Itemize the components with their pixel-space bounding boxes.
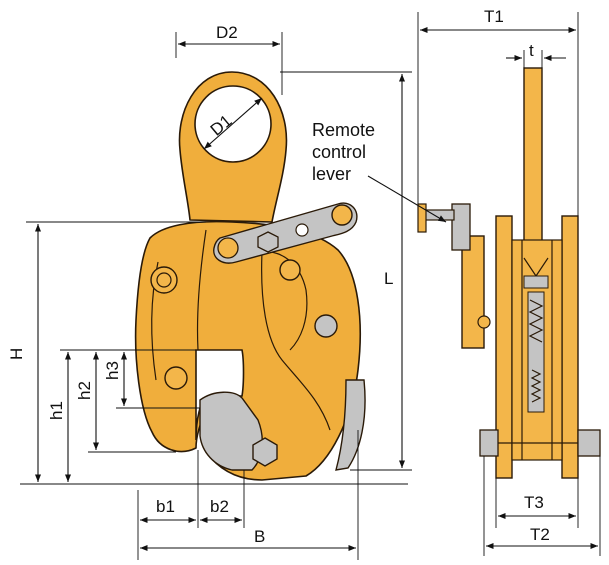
side-plate-right xyxy=(561,215,579,479)
pin-lower-left xyxy=(164,366,188,390)
dimension-labels: D2 D1 T1 t L H h1 h2 h3 b1 b2 B T3 T2 xyxy=(7,7,550,546)
pin-grey xyxy=(314,314,338,338)
label-H: H xyxy=(7,348,26,360)
callout-line-1: Remote xyxy=(312,120,375,140)
label-T3: T3 xyxy=(524,493,544,512)
label-L: L xyxy=(384,269,393,288)
spring-housing xyxy=(527,291,545,413)
label-h3: h3 xyxy=(103,361,122,380)
side-view xyxy=(417,67,601,479)
label-D2: D2 xyxy=(216,23,238,42)
side-nut-right xyxy=(577,429,601,457)
side-eye-tongue xyxy=(523,67,543,259)
label-h2: h2 xyxy=(75,381,94,400)
label-b2: b2 xyxy=(210,497,229,516)
label-h1: h1 xyxy=(47,401,66,420)
pin-upper-left xyxy=(150,266,178,294)
label-T1: T1 xyxy=(484,7,504,26)
remote-lever-handle xyxy=(451,203,471,251)
callout-line-2: control xyxy=(312,142,366,162)
side-nut-left xyxy=(479,429,499,457)
callout-line-3: lever xyxy=(312,164,351,184)
jaw-bolt-icon xyxy=(252,437,278,467)
remote-lever-callout: Remote control lever xyxy=(312,120,375,184)
label-t: t xyxy=(529,41,534,60)
dimensions xyxy=(20,12,601,560)
side-lever-plate xyxy=(461,235,485,349)
label-B: B xyxy=(254,527,265,546)
pin-cam xyxy=(279,259,301,281)
label-b1: b1 xyxy=(156,497,175,516)
remote-lever-arm xyxy=(213,202,358,264)
label-T2: T2 xyxy=(530,525,550,544)
front-view xyxy=(134,71,366,481)
